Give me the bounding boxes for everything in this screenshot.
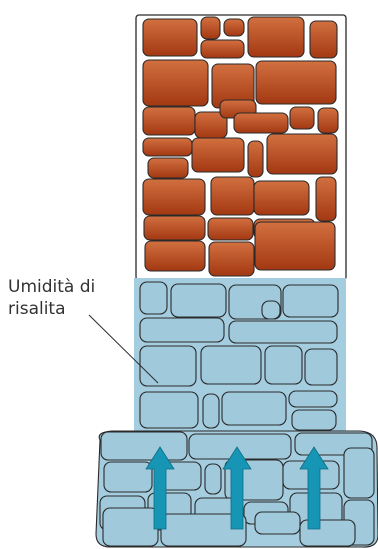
wet-stone [204, 463, 222, 495]
label-leader-line [88, 314, 159, 384]
brick-stone [210, 176, 255, 216]
wet-stone [343, 447, 375, 499]
wet-stone [200, 345, 262, 385]
brick-stone [208, 241, 255, 277]
brick-stone [254, 221, 336, 271]
brick-stones [142, 16, 339, 277]
wet-stone [202, 393, 220, 429]
rising-damp-arrow-icon [145, 446, 175, 530]
brick-stone [147, 157, 189, 179]
brick-stone [142, 106, 196, 136]
brick-stone [233, 112, 289, 134]
wet-stone [228, 320, 338, 344]
wet-stone [103, 461, 153, 493]
brick-stone [142, 137, 193, 157]
wet-stone [254, 511, 301, 535]
wet-stone [160, 513, 247, 547]
brick-stone [223, 18, 245, 37]
brick-stone [200, 39, 245, 59]
brick-stone [191, 137, 245, 173]
brick-stone [289, 106, 315, 130]
wet-stone [261, 300, 281, 320]
wet-stone [139, 317, 225, 343]
rising-damp-arrows [145, 446, 329, 530]
brick-stone [142, 18, 198, 57]
brick-stone [317, 107, 339, 134]
label-line-1: Umidità di [8, 277, 96, 297]
wet-stone [291, 409, 337, 431]
wet-stone [264, 345, 303, 385]
wet-stone [170, 283, 227, 318]
wet-stone [282, 284, 339, 318]
brick-stone [143, 215, 206, 241]
brick-stone [144, 240, 206, 272]
brick-stone [142, 178, 206, 216]
brick-stone [315, 176, 337, 222]
brick-stone [253, 180, 310, 216]
wet-stone [139, 281, 168, 315]
rising-damp-arrow-icon [299, 446, 329, 530]
brick-stone [207, 217, 254, 241]
wet-stone [288, 390, 338, 408]
wet-stone [304, 348, 338, 386]
brick-stone [255, 60, 337, 105]
brick-stone [247, 140, 264, 178]
rising-damp-arrow-icon [222, 446, 252, 530]
brick-stone [247, 16, 305, 58]
brick-stone [309, 20, 338, 59]
dry-wall-section [135, 14, 347, 281]
wet-stone [100, 431, 188, 461]
wet-stone [221, 391, 287, 426]
rising-damp-label: Umidità di risalita [8, 276, 118, 320]
wet-stone [102, 507, 159, 547]
wet-stone [139, 345, 197, 387]
brick-stone [200, 16, 221, 40]
brick-stone [266, 133, 338, 175]
brick-stone [142, 59, 209, 107]
label-line-2: risalita [8, 299, 66, 319]
wet-stone [139, 391, 199, 429]
